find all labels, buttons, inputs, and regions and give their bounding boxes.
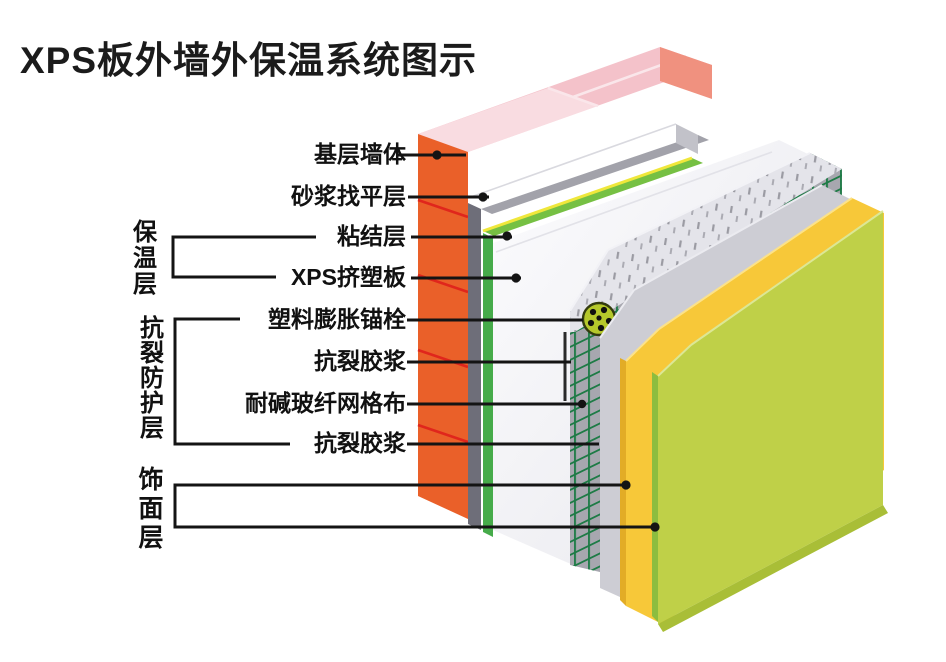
label-fiberglass-mesh: 耐碱玻纤网格布 bbox=[245, 390, 406, 416]
label-xps-board: XPS挤塑板 bbox=[290, 264, 406, 290]
crack-protection-bracket bbox=[173, 317, 290, 446]
finish-bracket bbox=[173, 483, 655, 529]
bonding-layer-shape bbox=[482, 156, 703, 537]
page-title: XPS板外墙外保温系统图示 bbox=[20, 40, 478, 81]
label-insulation-layer: 保温层 bbox=[133, 219, 157, 298]
label-leveling: 砂浆找平层 bbox=[291, 183, 406, 209]
insulation-bracket bbox=[171, 235, 316, 279]
label-crack-mortar-1: 抗裂胶浆 bbox=[314, 348, 406, 374]
label-base-wall: 基层墙体 bbox=[314, 141, 406, 167]
finish-lime-panel-shape bbox=[652, 210, 888, 632]
mortar-leveling-shape bbox=[467, 123, 709, 530]
label-crack-mortar-2: 抗裂胶浆 bbox=[314, 430, 406, 456]
label-finish-layer: 饰面层 bbox=[138, 466, 164, 552]
label-bonding: 粘结层 bbox=[337, 223, 406, 249]
leader-lines bbox=[171, 150, 660, 532]
label-anchor-bolt: 塑料膨胀锚栓 bbox=[268, 306, 406, 332]
brick-wall-shape bbox=[417, 47, 712, 519]
label-crack-protection-layer: 抗裂防护层 bbox=[140, 315, 164, 442]
